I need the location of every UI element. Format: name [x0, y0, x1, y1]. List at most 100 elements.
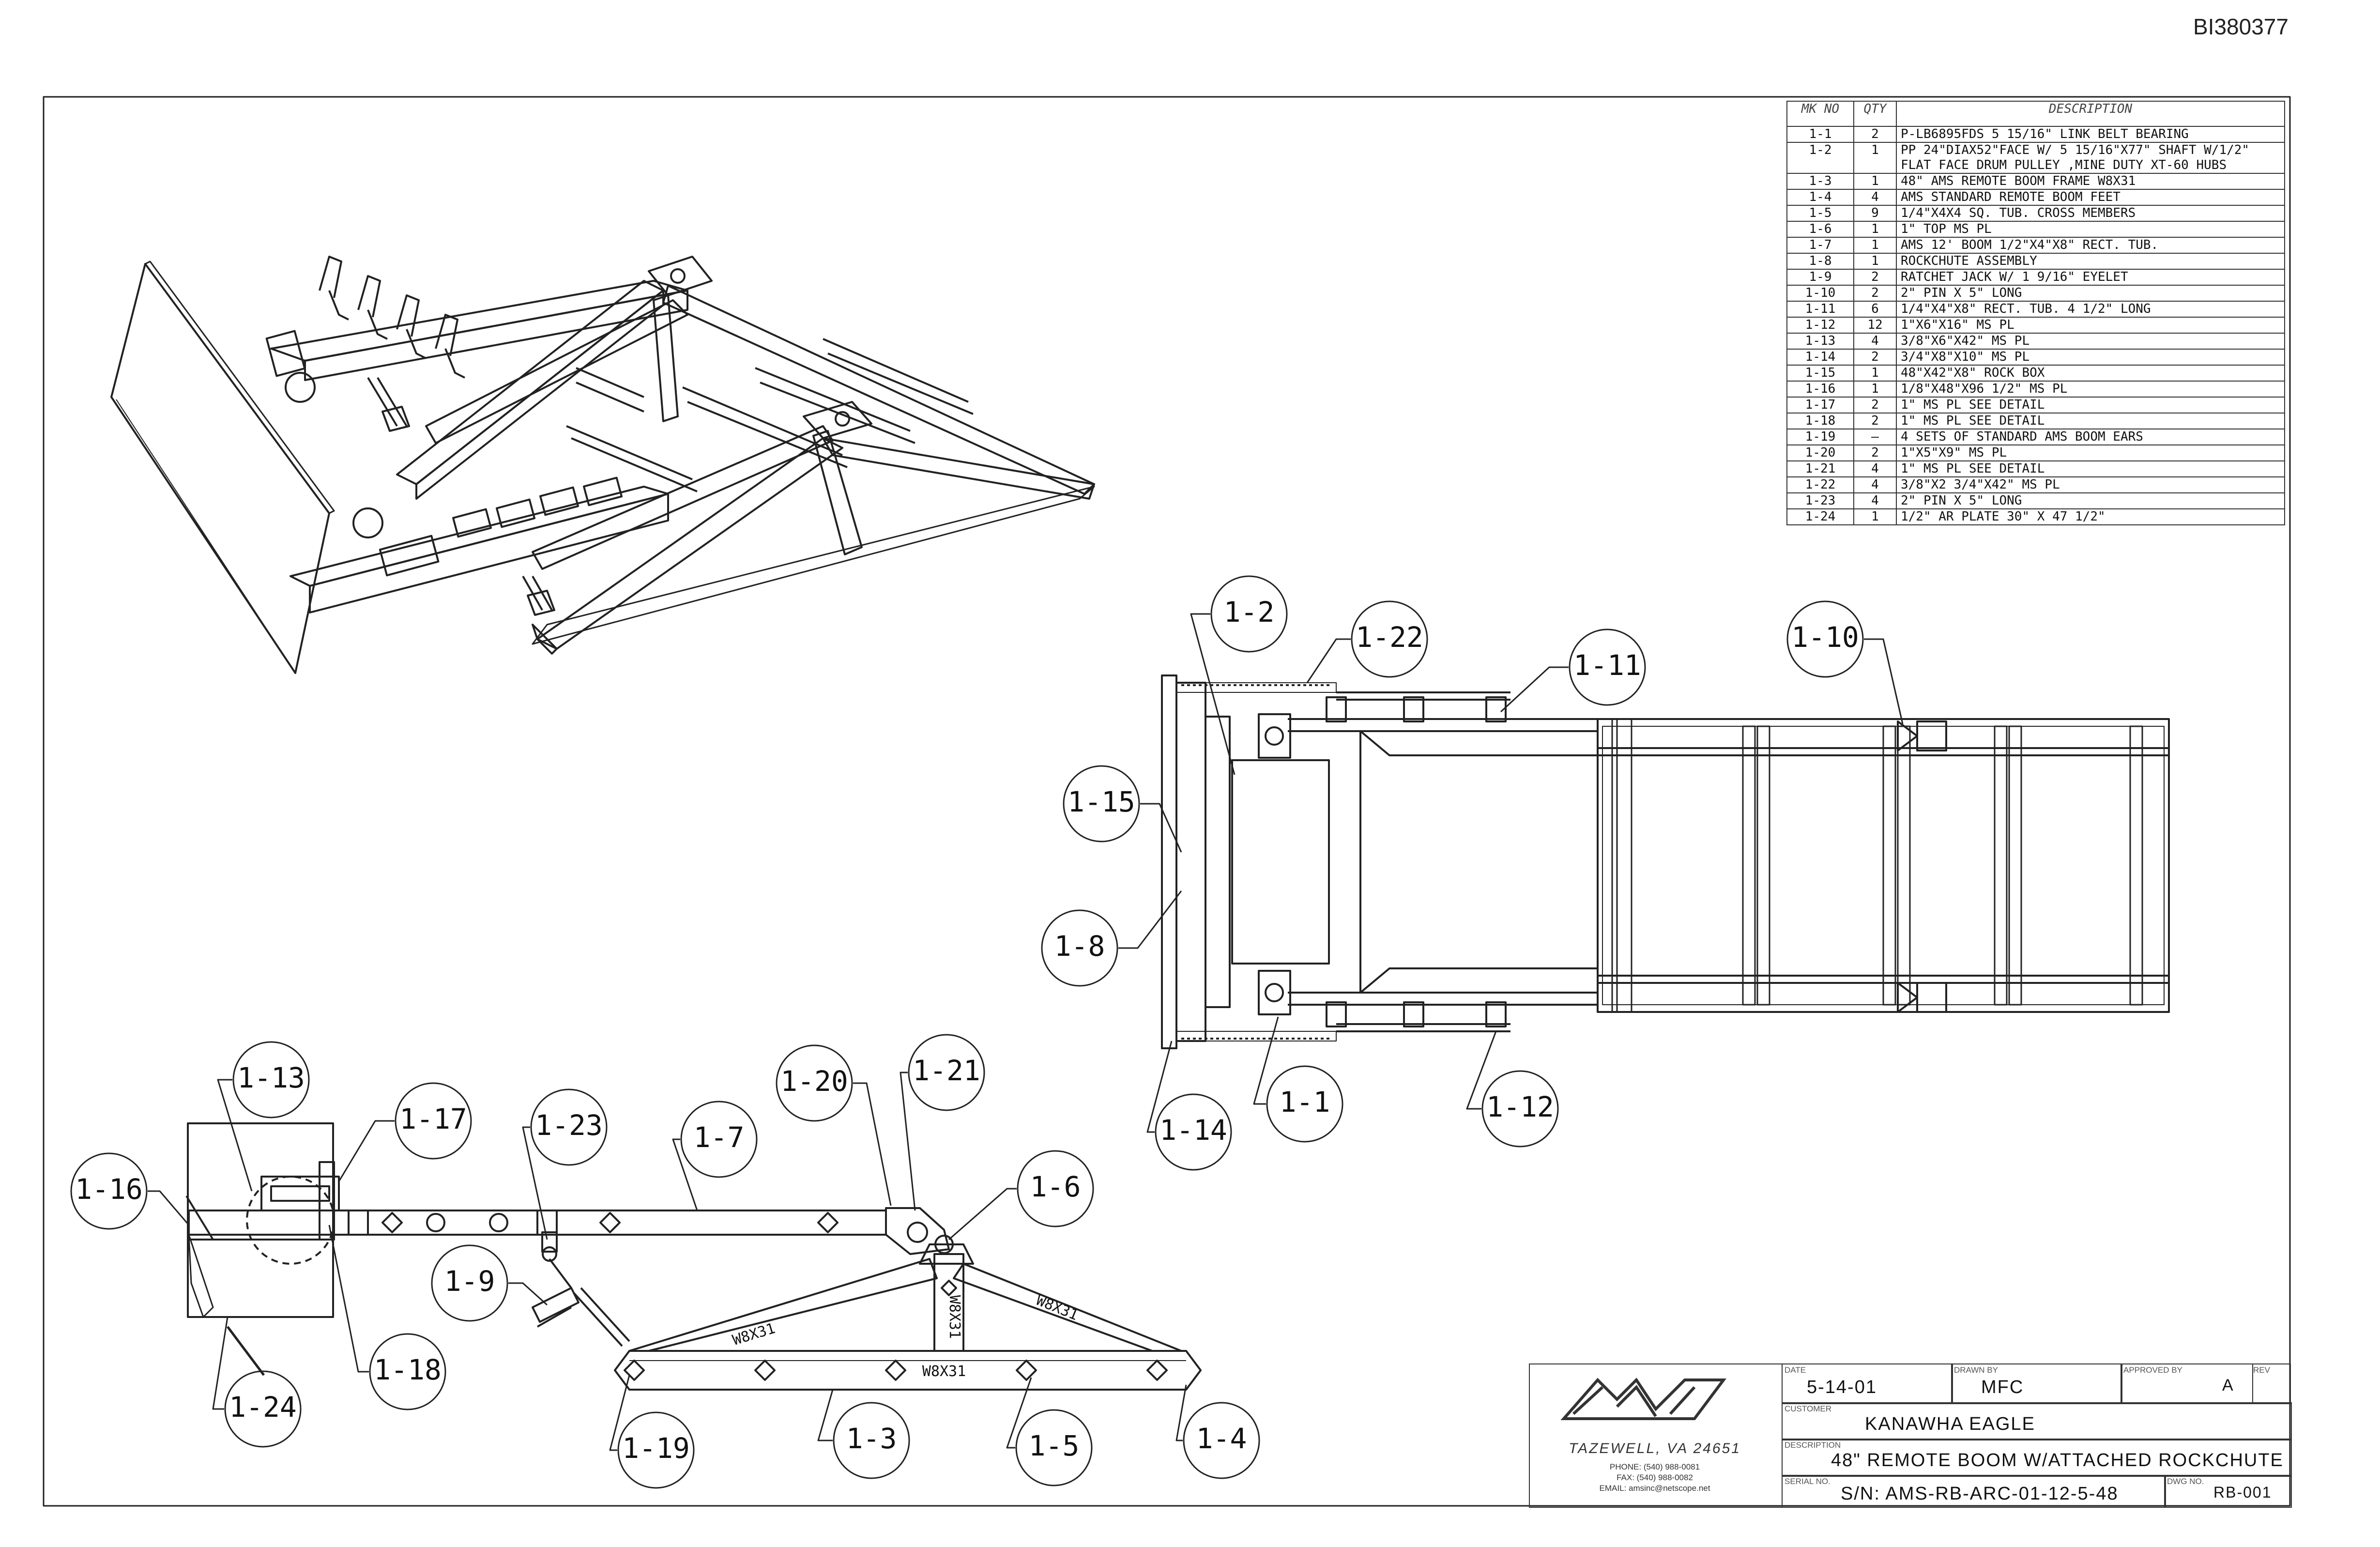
bom-header-qty: QTY [1853, 101, 1897, 127]
callout-1-6: 1-6 [1030, 1170, 1081, 1203]
drawing-border [43, 96, 2291, 1507]
drawn-by-value: MFC [1981, 1377, 2024, 1397]
bom-cell-qty: 4 [1853, 476, 1897, 493]
bom-cell-qty: 2 [1853, 444, 1897, 461]
bom-cell-qty: 4 [1853, 189, 1897, 206]
isometric-view [110, 256, 1095, 674]
bom-cell-description: P-LB6895FDS 5 15/16" LINK BELT BEARING [1896, 126, 2285, 143]
rev-value: A [2222, 1376, 2234, 1394]
bom-cell-mk: 1-6 [1786, 221, 1854, 238]
callout-1-3: 1-3 [846, 1422, 897, 1455]
bom-cell-description: 1/4"X4X4 SQ. TUB. CROSS MEMBERS [1896, 205, 2285, 222]
date-value: 5-14-01 [1807, 1377, 1877, 1397]
title-block-serial: SERIAL NO. S/N: AMS-RB-ARC-01-12-5-48 [1782, 1475, 2166, 1508]
title-block-dwg: DWG NO. RB-001 [2164, 1475, 2292, 1508]
bom-header-description: DESCRIPTION [1896, 101, 2285, 127]
bom-cell-description: 3/4"X8"X10" MS PL [1896, 349, 2285, 366]
customer-label: CUSTOMER [1785, 1404, 1831, 1413]
callout-1-10: 1-10 [1791, 621, 1859, 654]
bom-cell-mk: 1-11 [1786, 301, 1854, 318]
rev-cell: A [2159, 1363, 2290, 1402]
bom-cell-qty: 2 [1853, 349, 1897, 366]
bom-cell-qty: 1 [1853, 173, 1897, 190]
callout-1-15: 1-15 [1068, 785, 1135, 818]
description-label: DESCRIPTION [1785, 1440, 1841, 1450]
bom-cell-qty: 2 [1853, 397, 1897, 414]
bom-cell-mk: 1-9 [1786, 269, 1854, 286]
callout-1-24: 1-24 [229, 1391, 297, 1424]
bom-cell-description: PP 24"DIAX52"FACE W/ 5 15/16"X77" SHAFT … [1896, 142, 2285, 174]
callout-1-21: 1-21 [913, 1054, 980, 1087]
bom-cell-description: ROCKCHUTE ASSEMBLY [1896, 253, 2285, 270]
bom-cell-description: 1" MS PL SEE DETAIL [1896, 413, 2285, 429]
bom-cell-mk: 1-17 [1786, 397, 1854, 414]
bom-cell-mk: 1-14 [1786, 349, 1854, 366]
bom-header-row: MK NO QTY DESCRIPTION [1786, 101, 2285, 127]
bom-cell-description: 1"X5"X9" MS PL [1896, 444, 2285, 461]
callout-1-23: 1-23 [535, 1109, 603, 1142]
callout-1-4: 1-4 [1196, 1422, 1247, 1455]
ams-logo-icon [1560, 1378, 1726, 1420]
bom-cell-qty: 1 [1853, 237, 1897, 254]
title-block-rev: REV [2251, 1363, 2291, 1404]
bom-row: 1-19–4 SETS OF STANDARD AMS BOOM EARS [1786, 429, 2285, 445]
document-id: BI380377 [2193, 14, 2288, 39]
bom-cell-qty: 1 [1853, 221, 1897, 238]
bom-cell-description: 2" PIN X 5" LONG [1896, 285, 2285, 302]
bom-cell-mk: 1-12 [1786, 317, 1854, 334]
bom-cell-description: 1"X6"X16" MS PL [1896, 317, 2285, 334]
bom-cell-description: 3/8"X2 3/4"X42" MS PL [1896, 476, 2285, 493]
callout-1-20: 1-20 [780, 1065, 848, 1098]
bom-cell-mk: 1-19 [1786, 429, 1854, 445]
bom-cell-qty: 1 [1853, 253, 1897, 270]
callout-1-17: 1-17 [399, 1103, 467, 1135]
bom-cell-qty: 2 [1853, 285, 1897, 302]
bom-cell-qty: 6 [1853, 301, 1897, 318]
dwg-label: DWG NO. [2167, 1477, 2204, 1486]
bom-cell-qty: 12 [1853, 317, 1897, 334]
callout-1-9: 1-9 [444, 1265, 495, 1298]
bom-cell-mk: 1-3 [1786, 173, 1854, 190]
callout-1-22: 1-22 [1356, 621, 1423, 654]
drawn-by-label: DRAWN BY [1954, 1365, 1998, 1375]
bom-cell-mk: 1-4 [1786, 189, 1854, 206]
callout-1-18: 1-18 [374, 1353, 442, 1386]
serial-value: S/N: AMS-RB-ARC-01-12-5-48 [1841, 1484, 2119, 1504]
bom-cell-qty: 1 [1853, 381, 1897, 398]
callout-1-7: 1-7 [694, 1121, 745, 1154]
bom-cell-mk: 1-10 [1786, 285, 1854, 302]
bom-cell-mk: 1-15 [1786, 365, 1854, 382]
bom-cell-qty: 1 [1853, 365, 1897, 382]
bom-cell-mk: 1-18 [1786, 413, 1854, 429]
bom-cell-qty: – [1853, 429, 1897, 445]
bom-cell-mk: 1-7 [1786, 237, 1854, 254]
company-phone: PHONE: (540) 988-0081 [1609, 1462, 1700, 1471]
member-label-vertical: W8X31 [946, 1295, 963, 1339]
callout-1-13: 1-13 [237, 1061, 305, 1094]
company-email: EMAIL: amsinc@netscope.net [1599, 1484, 1710, 1493]
bom-cell-qty: 2 [1853, 413, 1897, 429]
callout-1-12: 1-12 [1486, 1090, 1554, 1123]
callout-1-2: 1-2 [1224, 596, 1275, 628]
bom-cell-qty: 9 [1853, 205, 1897, 222]
bom-cell-mk: 1-20 [1786, 444, 1854, 461]
bom-cell-qty: 1 [1853, 508, 1897, 525]
title-block-date: DATE 5-14-01 [1782, 1363, 1953, 1404]
bom-cell-description: 4 SETS OF STANDARD AMS BOOM EARS [1896, 429, 2285, 445]
